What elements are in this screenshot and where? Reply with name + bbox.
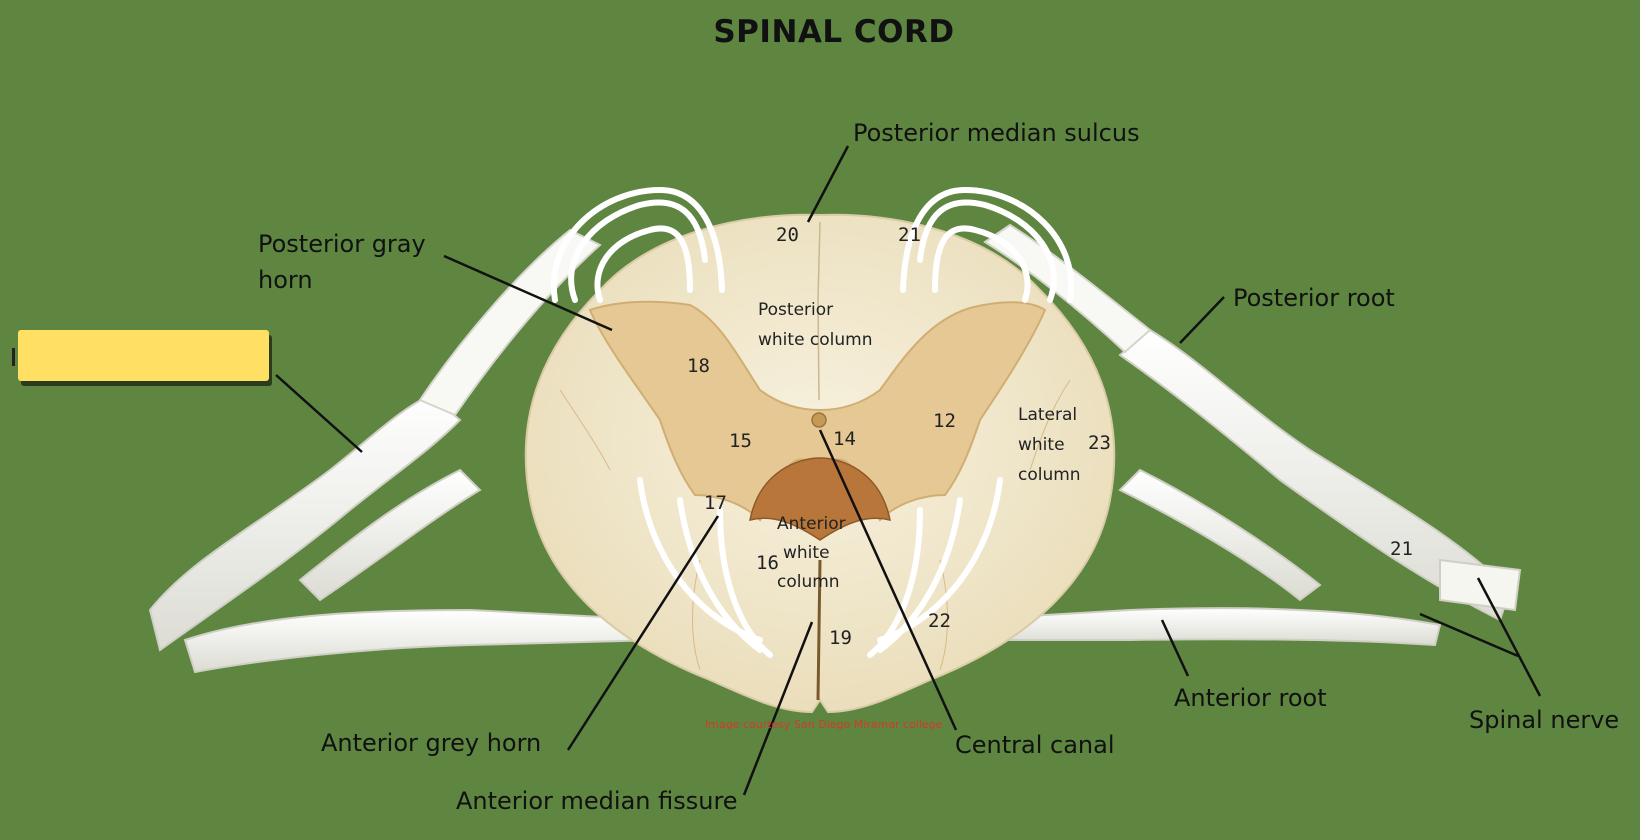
label-lateral-white-column-line2: white bbox=[1018, 435, 1065, 455]
label-spinal-nerve: Spinal nerve bbox=[1469, 706, 1620, 734]
label-posterior-white-column-line2: white column bbox=[758, 330, 873, 350]
label-posterior-white-column-line1: Posterior bbox=[758, 300, 834, 320]
model-number-17: 17 bbox=[704, 492, 727, 514]
label-lateral-white-column-line1: Lateral bbox=[1018, 405, 1078, 425]
leader-anterior-median-fissure bbox=[742, 621, 814, 796]
label-posterior-gray-horn-line2: horn bbox=[258, 266, 313, 294]
model-number-12: 12 bbox=[933, 410, 956, 432]
gray-matter bbox=[588, 300, 1047, 541]
label-anterior-grey-horn: Anterior grey horn bbox=[321, 729, 542, 757]
label-anterior-white-column-line3: column bbox=[777, 572, 840, 592]
masked-label-tick bbox=[12, 348, 15, 366]
label-central-canal: Central canal bbox=[955, 731, 1115, 759]
label-posterior-median-sulcus: Posterior median sulcus bbox=[853, 119, 1140, 147]
image-credit: Image courtesy San Diego Miramar college bbox=[705, 718, 943, 731]
model-number-18: 18 bbox=[687, 355, 710, 377]
model-number-19: 19 bbox=[829, 627, 852, 649]
anterior-rootlets bbox=[637, 477, 1003, 658]
leader-posterior-gray-horn bbox=[443, 254, 613, 332]
posterior-rootlets bbox=[550, 186, 1075, 303]
label-anterior-white-column-line2: white bbox=[783, 543, 830, 563]
label-anterior-white-column-line1: Anterior bbox=[777, 514, 846, 534]
label-posterior-gray-horn-line1: Posterior gray bbox=[258, 230, 426, 258]
leader-central-canal bbox=[818, 429, 958, 731]
model-number-23: 23 bbox=[1088, 432, 1111, 454]
leader-spinal-nerve-a bbox=[1476, 577, 1542, 697]
central-canal-mark bbox=[811, 412, 827, 428]
diagram-title: SPINAL CORD bbox=[713, 14, 955, 50]
leader-anterior-grey-horn bbox=[566, 515, 720, 751]
leader-anterior-root bbox=[1160, 619, 1190, 677]
model-number-20: 20 bbox=[776, 224, 799, 246]
model-number-22: 22 bbox=[928, 610, 951, 632]
model-number-21-nerve: 21 bbox=[1390, 538, 1413, 560]
leader-spinal-nerve-b bbox=[1419, 612, 1519, 658]
label-anterior-root: Anterior root bbox=[1174, 684, 1327, 712]
label-lateral-white-column-line3: column bbox=[1018, 465, 1081, 485]
leader-masked-label bbox=[275, 374, 363, 453]
masked-answer-label[interactable] bbox=[18, 330, 269, 381]
label-posterior-root: Posterior root bbox=[1233, 284, 1395, 312]
model-number-16: 16 bbox=[756, 552, 779, 574]
right-spinal-nerve bbox=[959, 223, 1522, 647]
model-number-15: 15 bbox=[729, 430, 752, 452]
label-anterior-median-fissure: Anterior median fissure bbox=[456, 787, 738, 815]
leader-posterior-root bbox=[1179, 296, 1225, 344]
model-number-21-top: 21 bbox=[898, 224, 921, 246]
model-number-14: 14 bbox=[833, 428, 856, 450]
leader-lines bbox=[275, 145, 1542, 796]
leader-posterior-median-sulcus bbox=[806, 145, 850, 223]
